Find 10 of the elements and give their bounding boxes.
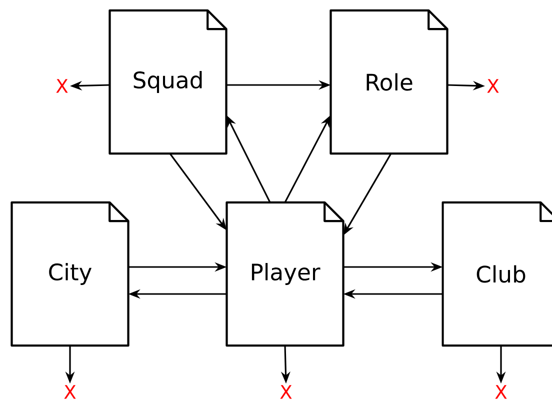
document-box: Player (226, 201, 344, 347)
document-box: Squad (108, 9, 228, 155)
cross-mark: X (280, 385, 292, 399)
cross-mark: X (495, 385, 507, 399)
document-box: Role (330, 9, 448, 155)
cross-mark: X (487, 79, 499, 93)
document-box: City (10, 201, 130, 347)
document-box: Club (442, 201, 552, 347)
cross-mark: X (56, 79, 68, 93)
cross-mark: X (64, 385, 76, 399)
